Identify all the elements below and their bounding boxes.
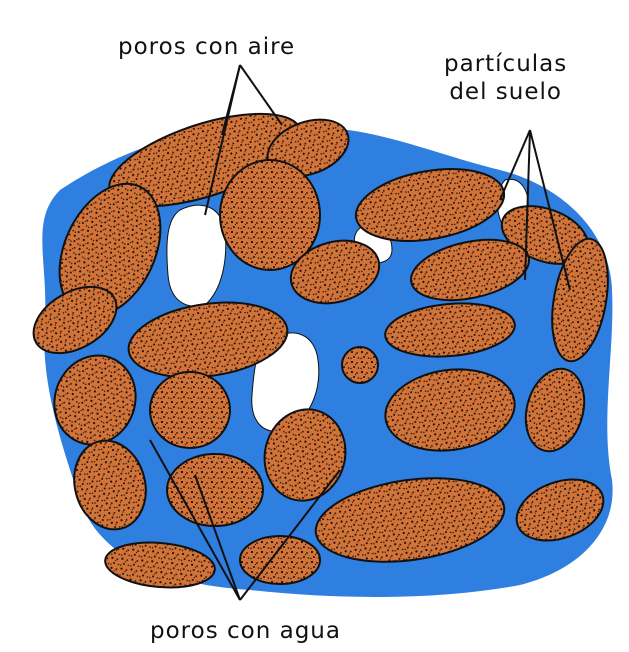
soil-particle	[240, 536, 320, 584]
label-soil-particles-line1: partículas	[444, 50, 567, 78]
label-air-pores: poros con aire	[118, 36, 295, 59]
soil-particle	[342, 347, 378, 383]
soil-particle	[150, 372, 230, 448]
soil-particle	[167, 454, 263, 526]
label-soil-particles: partículas del suelo	[444, 50, 567, 106]
label-soil-particles-line2: del suelo	[444, 78, 567, 106]
label-water-pores: poros con agua	[150, 620, 341, 643]
